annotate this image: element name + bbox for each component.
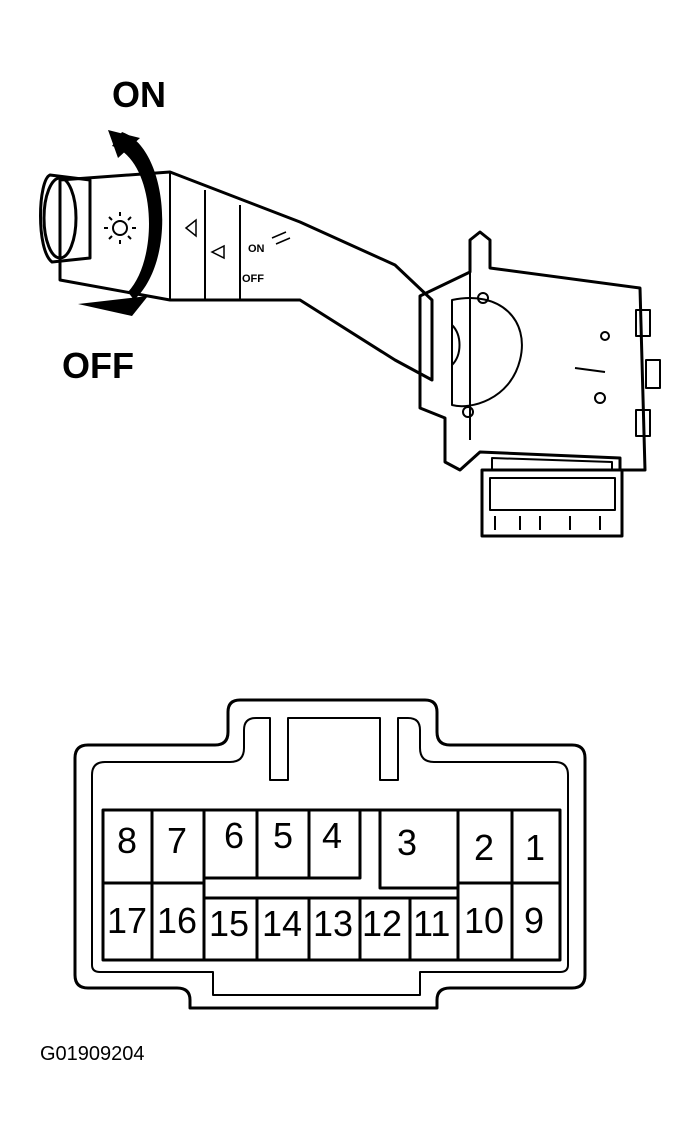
fog-light-icon [184, 218, 291, 260]
connector-inner-shell [91, 717, 569, 996]
ring-label-on: ON [248, 243, 265, 255]
connector-face [73, 698, 587, 1010]
pin-8: 8 [117, 820, 137, 861]
pin-5: 5 [273, 815, 293, 856]
label-on: ON [112, 74, 166, 115]
pin-10: 10 [464, 900, 504, 941]
pin-row-bottom: 17 16 15 14 13 12 11 10 9 [107, 900, 544, 944]
ring-label-off: OFF [242, 273, 264, 285]
pin-9: 9 [524, 900, 544, 941]
pin-1: 1 [525, 827, 545, 868]
combination-switch: ON OFF [39, 130, 661, 538]
pin-3: 3 [397, 822, 417, 863]
pin-16: 16 [157, 900, 197, 941]
switch-housing [418, 230, 647, 472]
pin-14: 14 [262, 903, 302, 944]
connector-outer-shell [73, 698, 587, 1010]
pin-15: 15 [209, 903, 249, 944]
pin-11: 11 [413, 903, 450, 944]
pin-13: 13 [313, 903, 353, 944]
headlight-icon [104, 212, 136, 244]
pin-6: 6 [224, 815, 244, 856]
pin-17: 17 [107, 900, 147, 941]
pin-7: 7 [167, 820, 187, 861]
figure-code: G01909204 [40, 1043, 145, 1065]
label-off: OFF [62, 345, 134, 386]
pin-4: 4 [322, 815, 342, 856]
pin-12: 12 [362, 903, 402, 944]
pin-2: 2 [474, 827, 494, 868]
switch-knob [39, 173, 92, 264]
rotation-arrow-icon [78, 130, 163, 316]
pin-row-top: 8 7 6 5 4 3 2 1 [117, 815, 545, 868]
